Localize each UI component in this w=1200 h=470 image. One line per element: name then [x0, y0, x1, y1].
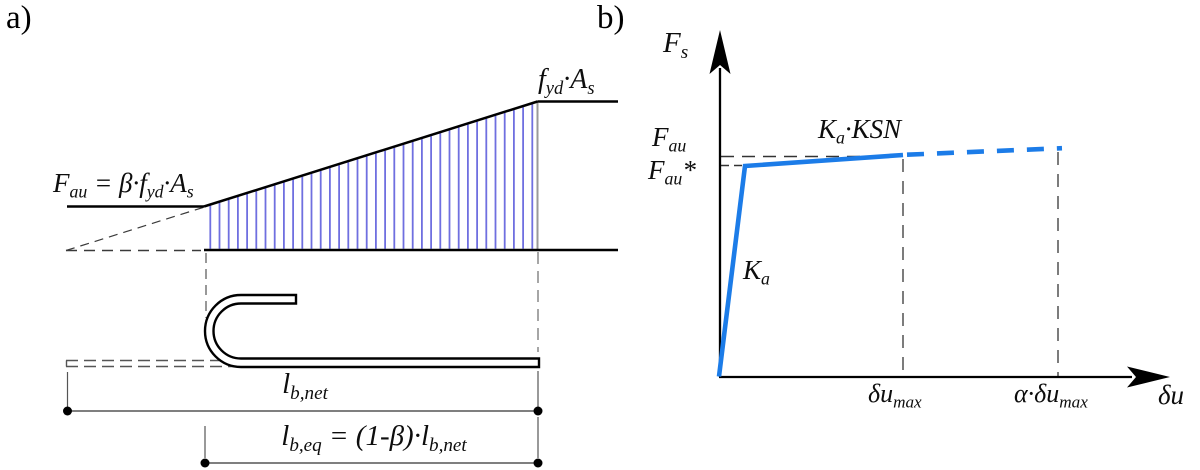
- lbeq-formula-label: lb,eq = (1-β)·lb,net: [228, 420, 520, 456]
- label-subscript: a: [761, 268, 770, 289]
- label-segment: = (1-β)·l: [321, 420, 430, 452]
- dim1-dot-right: [533, 406, 543, 416]
- fyd-as-label: fyd·As: [538, 64, 595, 98]
- panel-b-drawing: [709, 30, 1170, 388]
- hooked-bar: [203, 293, 541, 369]
- dim2-dot-left: [200, 458, 210, 468]
- dim1-dot-left: [63, 406, 72, 416]
- label-subscript: s: [186, 181, 194, 202]
- fau-formula-label: Fau = β·fyd·As: [53, 168, 194, 201]
- bond-slope-line: [203, 100, 538, 208]
- label-segment: f: [538, 64, 546, 95]
- x-axis-label: δu: [1158, 382, 1184, 409]
- label-segment: δu: [868, 379, 894, 408]
- label-subscript: yd: [146, 181, 164, 202]
- ghost-bar-dashed: [65, 359, 238, 368]
- label-subscript: b,eq: [289, 435, 322, 457]
- label-subscript: yd: [545, 77, 564, 98]
- label-segment: *: [682, 155, 696, 185]
- force-slip-curve-solid: [716, 152, 904, 377]
- x-axis-arrowhead-icon: [1127, 366, 1170, 388]
- label-subscript: a: [836, 127, 845, 148]
- label-segment: δu: [1158, 380, 1185, 410]
- label-segment: ·KSN: [844, 114, 902, 144]
- label-subscript: max: [893, 392, 922, 412]
- label-segment: F: [652, 122, 669, 152]
- label-segment: α·δu: [1014, 379, 1060, 408]
- label-segment: = β·f: [87, 168, 147, 198]
- label-segment: ·A: [563, 64, 588, 95]
- label-segment: F: [648, 155, 665, 185]
- label-subscript: max: [1059, 392, 1088, 412]
- hatch-group: [209, 104, 534, 249]
- label-segment: l: [282, 368, 291, 400]
- label-subscript: b,net: [429, 435, 467, 457]
- label-subscript: au: [664, 168, 683, 189]
- label-subscript: s: [587, 77, 595, 98]
- fau-star-level-label: Fau*: [648, 155, 696, 188]
- extrapolation-diagonal-dashed: [65, 206, 204, 252]
- label-segment: F: [53, 168, 70, 198]
- label-segment: K: [743, 255, 762, 285]
- lbnet-label: lb,net: [255, 368, 355, 404]
- label-segment: F: [663, 27, 681, 59]
- label-segment: K: [818, 114, 837, 144]
- fau-level-label: Fau: [652, 122, 686, 155]
- force-slip-curve-dashed: [906, 145, 1063, 157]
- y-axis-label: Fs: [663, 27, 688, 63]
- dumax-tick-label: δumax: [868, 379, 922, 412]
- panel-a-drawing: [63, 100, 618, 468]
- y-axis-arrowhead-icon: [709, 30, 731, 74]
- ka-ksn-label: Ka·KSN: [818, 114, 902, 147]
- alpha-dumax-tick-label: α·δumax: [1014, 379, 1088, 412]
- ka-label: Ka: [743, 255, 770, 288]
- panel-b-tag: b): [597, 0, 625, 36]
- label-subscript: au: [69, 181, 88, 202]
- label-subscript: au: [668, 135, 687, 156]
- label-subscript: s: [680, 42, 689, 64]
- label-subscript: b,net: [290, 383, 328, 405]
- dim2-dot-right: [533, 458, 543, 468]
- panel-a-tag: a): [6, 0, 32, 36]
- label-segment: l: [281, 420, 290, 452]
- label-segment: ·A: [163, 168, 187, 198]
